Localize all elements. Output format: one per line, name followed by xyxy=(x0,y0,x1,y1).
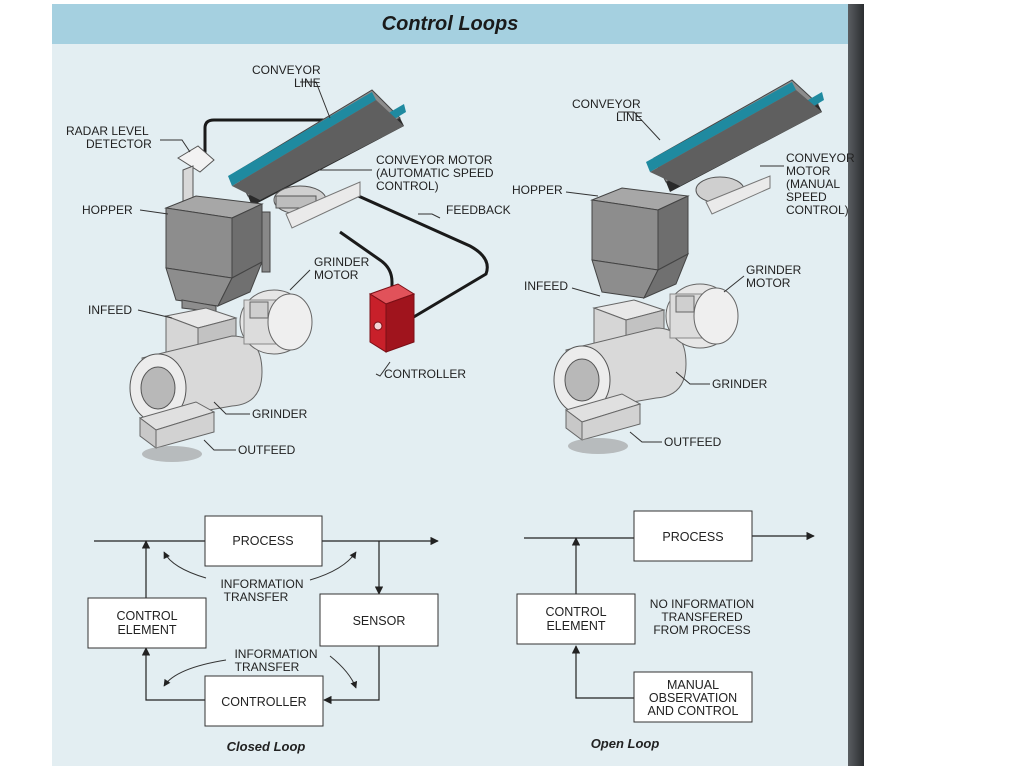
conveyor-line xyxy=(228,89,406,206)
controller-block xyxy=(204,675,324,727)
book-spine-shadow xyxy=(848,4,864,766)
process-block-label: PROCESS xyxy=(232,534,293,548)
open-grinder-motor xyxy=(665,283,739,349)
conveyor-motor xyxy=(273,181,361,229)
label-feedback: FEEDBACK xyxy=(446,203,511,217)
controller-block-label: CONTROLLER xyxy=(221,695,306,709)
label-open-hopper: HOPPER xyxy=(512,183,563,197)
page-title: Control Loops xyxy=(381,13,519,35)
label-grinder: GRINDER xyxy=(252,407,308,421)
label-outfeed: OUTFEED xyxy=(238,443,296,457)
label-open-outfeed: OUTFEED xyxy=(664,435,722,449)
controller-box xyxy=(368,283,416,353)
info-transfer-arc-bottom-right xyxy=(329,655,358,689)
open-process-block-label: PROCESS xyxy=(662,530,723,544)
open-grinder xyxy=(553,299,687,454)
manual-observation-block xyxy=(633,671,753,723)
open-process-block xyxy=(633,510,753,562)
open-hopper xyxy=(590,187,690,300)
process-block xyxy=(204,515,323,567)
controller-to-element-arrow xyxy=(141,647,205,701)
hopper xyxy=(164,195,271,313)
feedback-wire-to-controller xyxy=(344,188,489,320)
grinder xyxy=(129,307,263,462)
manual-to-element-arrow xyxy=(571,645,634,699)
open-conveyor-motor xyxy=(695,175,771,215)
label-infeed: INFEED xyxy=(88,303,132,317)
controller-to-motor-wire xyxy=(339,230,394,292)
label-controller: CONTROLLER xyxy=(384,367,466,381)
label-open-grinder: GRINDER xyxy=(712,377,768,391)
open-conveyor-line xyxy=(646,79,824,192)
info-transfer-arc-right xyxy=(309,551,357,581)
open-loop-caption: Open Loop xyxy=(591,736,660,751)
control-element-block xyxy=(87,597,207,649)
sensor-block-label: SENSOR xyxy=(353,614,406,628)
label-open-infeed: INFEED xyxy=(524,279,568,293)
sensor-block xyxy=(319,593,439,647)
label-hopper: HOPPER xyxy=(82,203,133,217)
closed-loop-caption: Closed Loop xyxy=(227,739,306,754)
info-transfer-arc-bottom-left xyxy=(163,659,227,687)
open-control-element-block xyxy=(516,593,636,645)
sensor-to-controller-arrow xyxy=(323,646,380,705)
info-transfer-arc-left xyxy=(163,551,207,579)
feedback-wire xyxy=(203,118,360,158)
grinder-motor xyxy=(239,289,313,355)
title-band xyxy=(52,4,848,44)
